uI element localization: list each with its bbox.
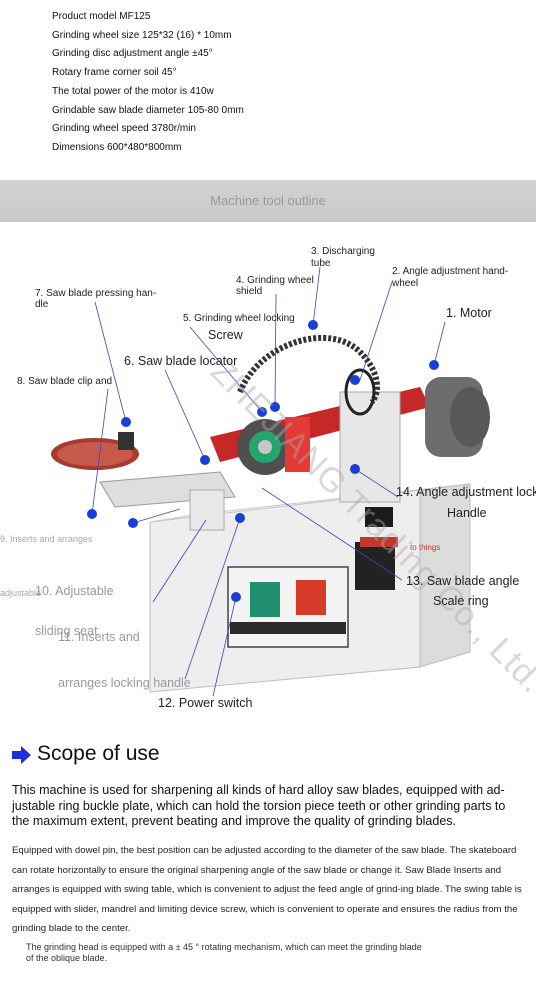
switch-green: [250, 582, 280, 617]
marker-dots: [87, 320, 439, 602]
label-adjustable-seat: 10. Adjustable: [35, 584, 114, 598]
cabinet-side: [419, 483, 471, 668]
label-angle-lock: 14. Angle adjustment lock: [396, 485, 536, 499]
saw-blade-inner: [57, 442, 133, 466]
section-title: Scope of use: [37, 742, 160, 765]
label-locking-handle: 11. Inserts and: [58, 630, 140, 644]
leader-lines: [91, 266, 446, 697]
handwheel: [344, 368, 376, 416]
switch-red: [296, 580, 326, 615]
discharge-tube: [237, 335, 380, 404]
label-saw-clip: 8. Saw blade clip and: [17, 376, 113, 387]
spec-line: The total power of the motor is 410w: [52, 85, 214, 97]
label-locking-screw: 5. Grinding wheel locking: [183, 313, 295, 324]
label-angle-handwheel: 2. Angle adjustment hand-: [392, 266, 509, 277]
logo-plate: [365, 507, 393, 527]
label-locking-screw-2: Screw: [208, 328, 243, 342]
machine-diagram: ZHEJIANG Trading Co., Ltd. 3. Dischargin…: [0, 222, 536, 722]
column: [339, 391, 401, 503]
label-angle-scale: 13. Saw blade angle: [406, 574, 520, 588]
label-wheel-shield-2: shield: [236, 286, 263, 297]
label-saw-locator: 6. Saw blade locator: [124, 354, 238, 368]
detail-paragraph: Equipped with dowel pin, the best positi…: [12, 845, 522, 934]
label-discharging-tube: 3. Discharging: [311, 246, 375, 257]
label-power-switch: 12. Power switch: [158, 696, 253, 710]
spec-line: Product model MF125: [52, 11, 151, 22]
warning-plate: [355, 542, 395, 590]
outline-title: Machine tool outline: [210, 193, 326, 208]
label-angle-lock-2: Handle: [447, 506, 487, 520]
wheel-shield: [285, 417, 310, 472]
label-adjustable-seat-2: sliding seat: [35, 624, 98, 638]
label-wheel-shield: 4. Grinding wheel: [236, 275, 314, 286]
spec-line: Grinding wheel speed 3780r/min: [52, 123, 196, 135]
label-inserts-arranges: 9. Inserts and arranges: [0, 534, 93, 544]
label-to-things: to things: [410, 543, 441, 552]
panel-label-strip: [230, 622, 346, 634]
warning-plate-header: [360, 537, 398, 547]
outline-banner: Machine tool outline: [0, 180, 536, 222]
pressing-handle: [118, 432, 134, 450]
spec-line: Grinding wheel size 125*32 (16) * 10mm: [52, 29, 232, 41]
label-motor: 1. Motor: [446, 306, 492, 320]
machine-illustration: [51, 266, 490, 697]
spec-line: Grinding disc adjustment angle ±45°: [52, 48, 213, 60]
motor-end: [450, 387, 490, 447]
spec-line: Dimensions 600*480*800mm: [52, 141, 182, 153]
label-adjustable-ghost: adjustable: [0, 588, 42, 598]
control-panel: [227, 566, 349, 648]
spec-line: Rotary frame corner soil 45°: [52, 67, 177, 79]
label-angle-scale-2: Scale ring: [433, 594, 489, 608]
wheel-hub: [258, 440, 272, 454]
arrow-right-icon: [12, 746, 31, 764]
label-locking-handle-2: arranges locking handle: [58, 676, 191, 690]
intro-paragraph: This machine is used for sharpening all …: [12, 783, 506, 828]
label-pressing-handle: 7. Saw blade pressing han-: [35, 288, 157, 299]
label-pressing-handle-2: dle: [35, 299, 49, 310]
head-note: The grinding head is equipped with a ± 4…: [26, 942, 422, 963]
label-angle-handwheel-2: wheel: [392, 278, 419, 289]
table-pillar: [189, 489, 225, 531]
label-discharging-tube-2: tube: [311, 258, 331, 269]
spec-line: Grindable saw blade diameter 105-80 0mm: [52, 104, 244, 116]
spec-list: Product model MF125 Grinding wheel size …: [52, 8, 512, 158]
